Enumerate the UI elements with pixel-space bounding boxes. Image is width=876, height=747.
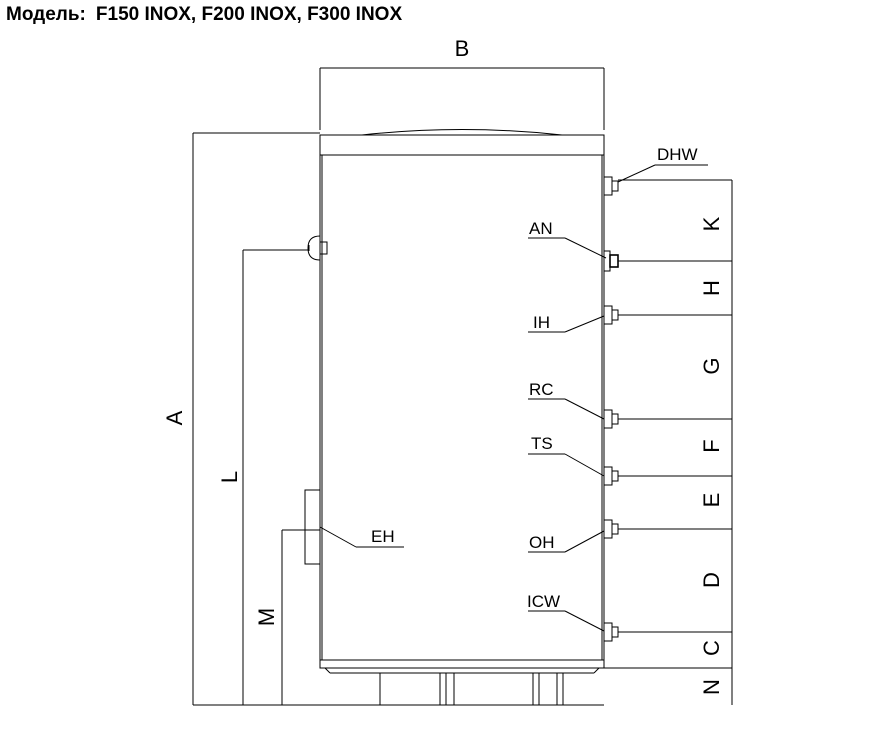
dim-b: B [455,36,470,61]
label-rc: RC [529,380,554,399]
tank-top-cap [319,134,605,156]
dim-d: D [699,572,724,588]
dim-c: C [699,640,724,656]
dimension-labels: B A L M K H G F E D C N [162,36,724,695]
model-prefix: Модель: [6,4,86,25]
label-eh: EH [371,527,395,546]
tank-top-dome [361,129,563,136]
leader-lines [319,164,708,632]
dim-h: H [699,280,724,296]
nozzles [603,176,619,642]
thermometer-fitting [307,235,328,261]
label-ih: IH [533,313,550,332]
tank-foot-left [379,672,455,706]
tank [319,129,605,706]
dim-k: K [699,216,724,231]
label-ts: TS [531,434,553,453]
dim-e: E [699,493,724,508]
model-title: Модель: F150 INOX, F200 INOX, F300 INOX [6,4,402,26]
tank-bottom-band [319,659,605,669]
label-dhw: DHW [657,145,698,164]
dim-a: A [162,410,187,425]
dim-n: N [699,679,724,695]
model-list: F150 INOX, F200 INOX, F300 INOX [95,4,403,25]
dim-f: F [699,439,724,452]
dim-m: M [254,608,279,626]
electric-heater-fitting [304,489,321,565]
dim-g: G [699,357,724,374]
label-an: AN [529,219,553,238]
connection-labels: DHW AN IH RC TS OH ICW EH [371,145,698,611]
label-icw: ICW [527,592,560,611]
dimension-lines [192,67,733,706]
label-oh: OH [529,533,555,552]
dim-l: L [217,471,242,483]
tank-foot-right [532,672,564,706]
